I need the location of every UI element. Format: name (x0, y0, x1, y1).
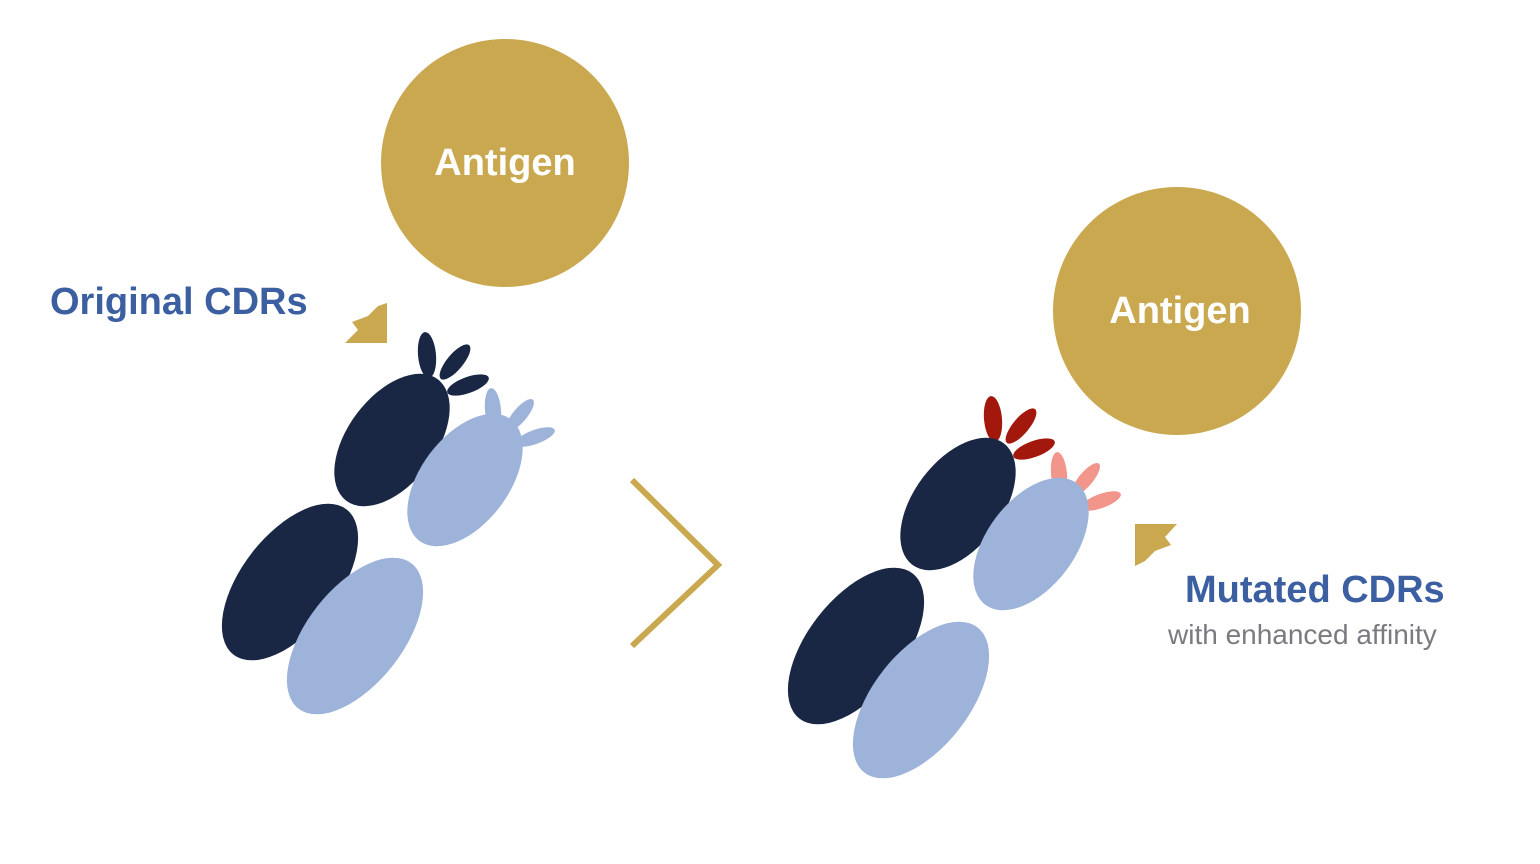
mutated-antibody (787, 396, 1121, 779)
right-antigen-label: Antigen (1109, 290, 1250, 332)
original-antibody (221, 332, 555, 715)
arrow-icon (1135, 524, 1177, 566)
light-constant-domain (852, 621, 990, 779)
mutated-cdrs-label: Mutated CDRs (1185, 569, 1445, 611)
right-antigen: Antigen (1053, 187, 1301, 435)
chevron-right-icon (629, 477, 723, 649)
mutated-heavy-cdr-loops (983, 396, 1055, 460)
enhanced-affinity-sublabel: with enhanced affinity (1167, 619, 1437, 650)
arrow-icon (345, 303, 387, 343)
original-cdrs-label: Original CDRs (50, 281, 308, 323)
left-antigen-label: Antigen (434, 142, 575, 184)
heavy-constant-domain (787, 567, 925, 725)
left-antigen: Antigen (381, 39, 629, 287)
light-variable-domain (407, 413, 523, 547)
light-variable-domain (973, 477, 1089, 611)
heavy-cdr-loops (417, 332, 489, 396)
heavy-constant-domain (221, 503, 359, 661)
light-constant-domain (286, 557, 424, 715)
